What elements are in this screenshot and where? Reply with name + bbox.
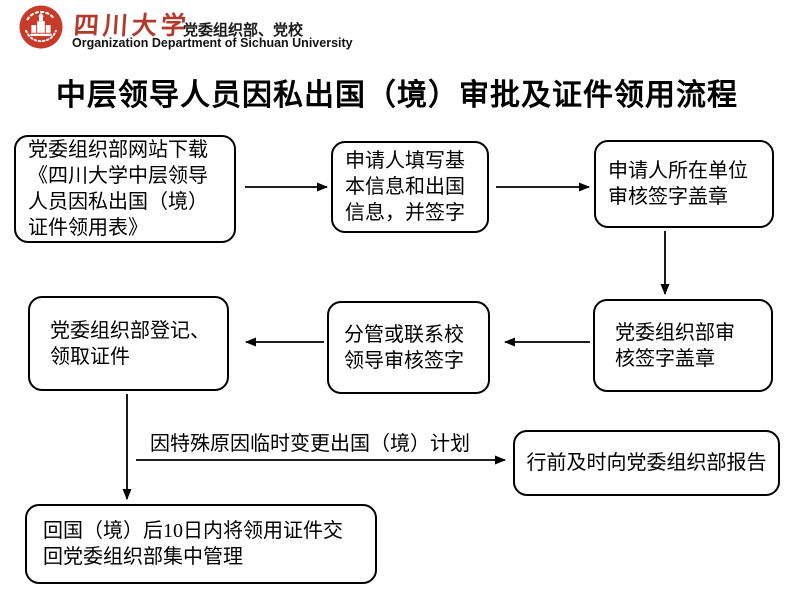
branch-condition-label: 因特殊原因临时变更出国（境）计划: [150, 433, 470, 455]
flow-node-school-leader-review: 分管或联系校领导审核签字: [327, 301, 490, 394]
department-name-english: Organization Department of Sichuan Unive…: [72, 36, 353, 50]
department-name: 党委组织部、党校: [183, 22, 304, 39]
flow-node-text: 行前及时向党委组织部报告: [526, 452, 767, 474]
flow-node-unit-review: 申请人所在单位审核签字盖章: [594, 140, 774, 228]
page-title: 中层领导人员因私出国（境）审批及证件领用流程: [56, 79, 738, 112]
flow-node-return-documents: 回国（境）后10日内将领用证件交回党委组织部集中管理: [25, 504, 377, 584]
flow-node-org-dept-review: 党委组织部审核签字盖章: [593, 299, 773, 392]
flow-node-register-collect: 党委组织部登记、领取证件: [28, 296, 229, 391]
flow-node-text: 党委组织部审核签字盖章: [615, 321, 735, 370]
flow-node-fill-info: 申请人填写基本信息和出国信息，并签字: [331, 141, 489, 233]
flow-node-text: 申请人填写基本信息和出国信息，并签字: [345, 150, 465, 224]
flow-node-text: 回国（境）后10日内将领用证件交回党委组织部集中管理: [43, 520, 343, 568]
flow-node-text: 分管或联系校领导审核签字: [344, 323, 464, 372]
flow-node-report-before-trip: 行前及时向党委组织部报告: [513, 430, 780, 496]
flow-node-download-form: 党委组织部网站下载《四川大学中层领导人员因私出国（境）证件领用表》: [14, 135, 236, 243]
flow-node-text: 党委组织部登记、领取证件: [50, 319, 210, 368]
flow-node-text: 党委组织部网站下载《四川大学中层领导人员因私出国（境）证件领用表》: [28, 139, 208, 239]
sichuan-university-seal-icon: [19, 5, 63, 49]
header: 四川大学 党委组织部、党校 Organization Department of…: [0, 0, 794, 58]
flow-node-text: 申请人所在单位审核签字盖章: [608, 160, 748, 208]
